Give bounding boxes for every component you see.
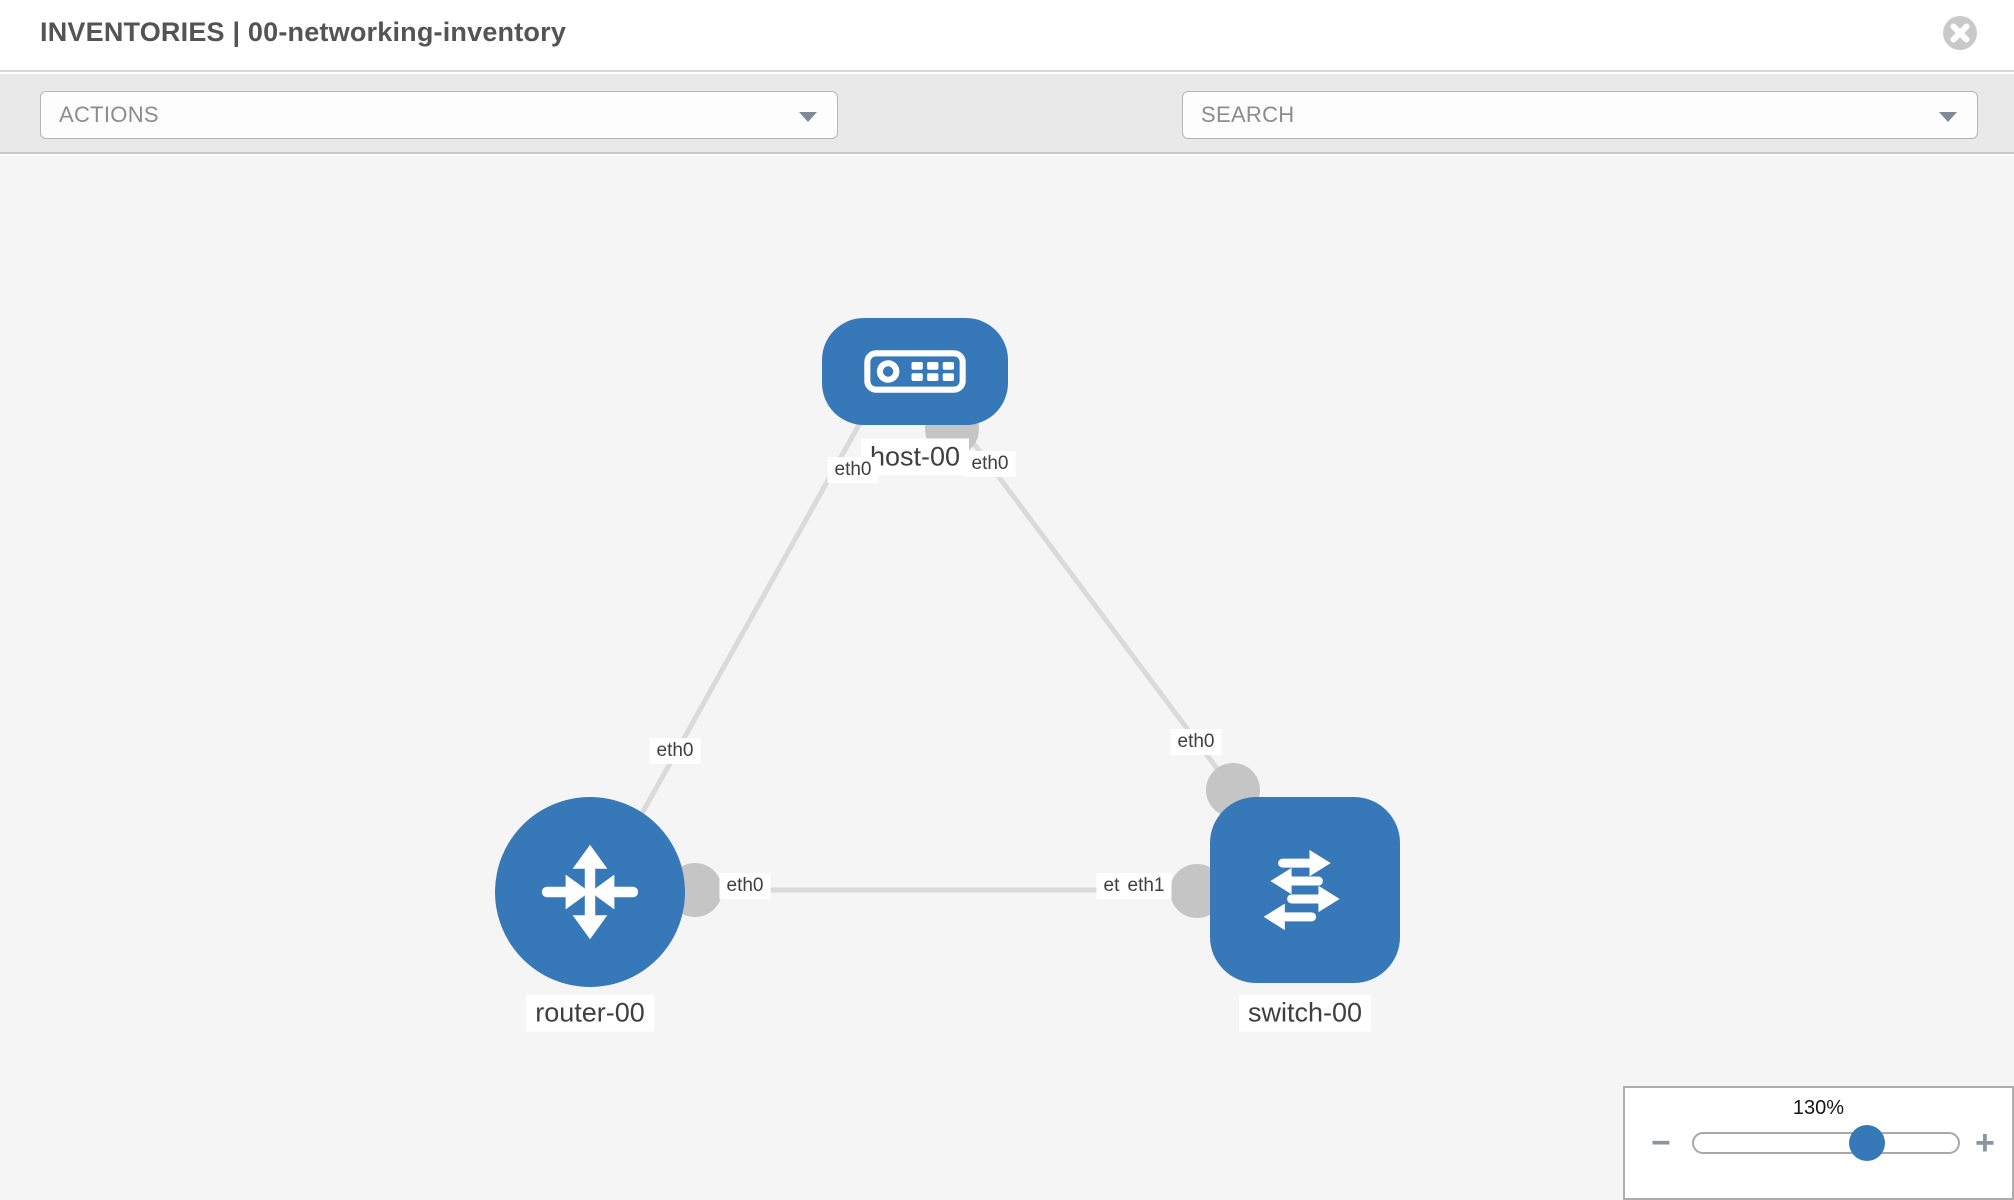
host-icon <box>864 350 966 393</box>
zoom-level: 130% <box>1792 1097 1845 1119</box>
node-label-host: host-00 <box>860 438 970 476</box>
zoom-panel: 130% − + <box>1623 1086 2014 1200</box>
zoom-out-button[interactable]: − <box>1651 1124 1671 1162</box>
router-icon <box>541 844 639 940</box>
node-host[interactable] <box>822 318 1008 425</box>
titlebar: INVENTORIES | 00-networking-inventory <box>0 0 2014 72</box>
interface-label: eth0 <box>1170 729 1222 755</box>
search-dropdown[interactable]: SEARCH <box>1182 91 1978 139</box>
actions-dropdown-label: ACTIONS <box>59 102 159 127</box>
interface-label: eth0 <box>649 738 701 764</box>
toolbar: ACTIONS SEARCH <box>0 74 2014 204</box>
interface-label: eth1 <box>1120 873 1172 899</box>
zoom-in-button[interactable]: + <box>1975 1124 1995 1162</box>
node-label-router: router-00 <box>526 994 654 1032</box>
page-title: INVENTORIES | 00-networking-inventory <box>40 17 567 47</box>
node-label-switch: switch-00 <box>1238 994 1372 1032</box>
topology-canvas[interactable]: host-00 router-00 switch-00 eth0 eth0 et… <box>0 156 2014 1200</box>
actions-dropdown[interactable]: ACTIONS <box>40 91 838 139</box>
chevron-down-icon <box>1939 112 1957 122</box>
topology-edges <box>590 402 1305 918</box>
switch-icon <box>1263 849 1340 931</box>
interface-label: eth0 <box>964 451 1016 477</box>
close-icon[interactable] <box>1941 14 1979 52</box>
node-router[interactable] <box>495 797 685 987</box>
node-switch[interactable] <box>1210 797 1400 983</box>
search-dropdown-label: SEARCH <box>1201 102 1295 127</box>
zoom-slider-thumb[interactable] <box>1849 1125 1885 1161</box>
zoom-slider[interactable] <box>1692 1125 1960 1161</box>
chevron-down-icon <box>799 112 817 122</box>
interface-label: eth0 <box>719 873 771 899</box>
interface-label: eth0 <box>827 457 879 483</box>
